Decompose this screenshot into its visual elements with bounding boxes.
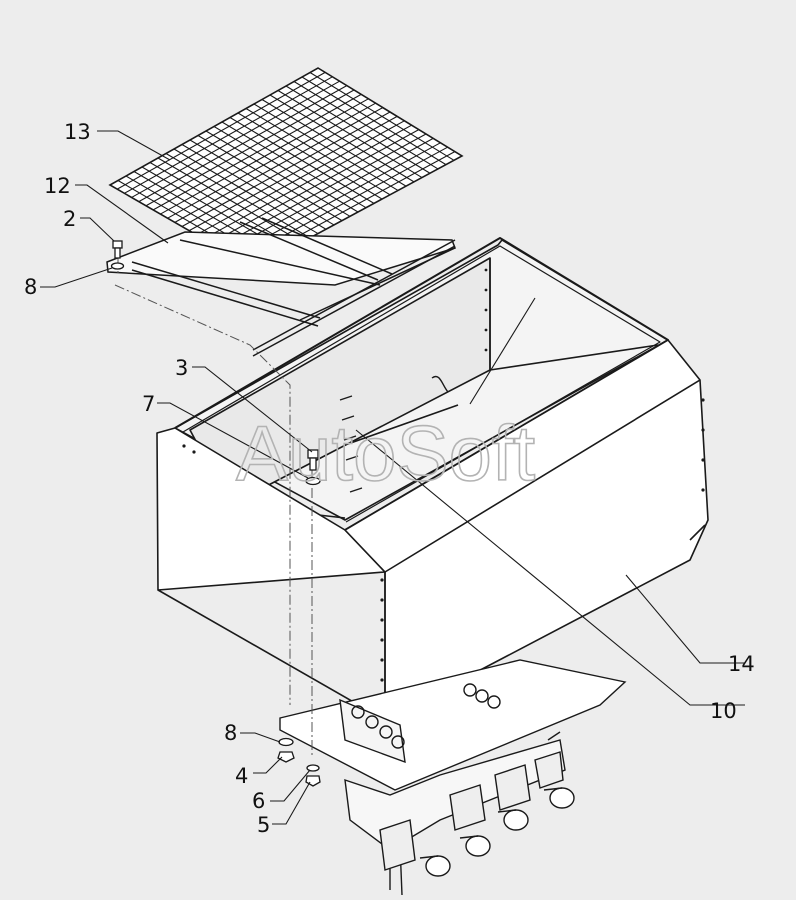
leader-lines	[40, 130, 745, 825]
grating-wire	[196, 120, 405, 236]
watermark-text: AutoSoft	[236, 409, 536, 497]
grating-wire	[174, 107, 384, 223]
grating-wire	[181, 111, 391, 227]
base-auger-assembly	[279, 659, 627, 896]
grating-wire	[167, 102, 376, 219]
callout-14: 14	[728, 652, 755, 676]
callout-6: 6	[252, 789, 265, 813]
fasteners	[110, 240, 321, 787]
grating-wire	[145, 89, 355, 207]
callout-12: 12	[44, 174, 71, 198]
grating-wire	[116, 71, 326, 190]
grating-wire	[217, 133, 427, 248]
grating-part-13	[108, 67, 464, 269]
grating-wire	[203, 124, 412, 240]
grating-wire	[188, 115, 398, 232]
grating-wire	[224, 137, 434, 252]
callout-8-top: 8	[24, 275, 37, 299]
callout-8-bottom: 8	[224, 721, 237, 745]
grating-wire	[152, 93, 362, 211]
grating-wire	[124, 76, 333, 194]
callout-10: 10	[710, 699, 737, 723]
grating-wire	[138, 85, 348, 203]
callout-7: 7	[142, 392, 155, 416]
grating-wire	[160, 98, 369, 215]
callout-13: 13	[64, 120, 91, 144]
hopper-part-14	[156, 237, 709, 721]
callout-2: 2	[63, 207, 76, 231]
callout-4: 4	[235, 764, 248, 788]
callout-5: 5	[257, 813, 270, 837]
callout-3: 3	[175, 356, 188, 380]
frame-part-12	[106, 217, 456, 357]
callout-labels: 13 12 2 8 3 7 14 10 8 4 6 5	[24, 120, 755, 837]
grating-wire	[131, 80, 340, 198]
